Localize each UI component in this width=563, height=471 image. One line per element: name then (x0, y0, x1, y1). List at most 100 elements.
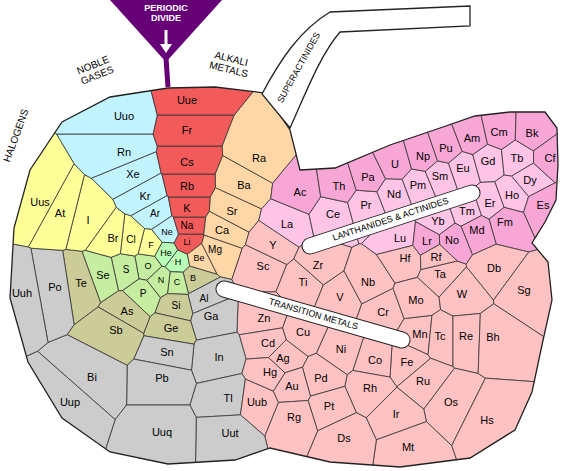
element-symbol: Br (108, 233, 119, 244)
element-symbol: Uup (60, 397, 80, 408)
transition-channel (224, 289, 402, 340)
element-symbol: Hg (263, 367, 277, 378)
element-symbol: Gd (481, 156, 496, 167)
element-symbol: F (148, 241, 154, 250)
element-symbol: S (123, 265, 130, 275)
element-symbol: Ag (276, 353, 289, 364)
cell-shape (515, 0, 563, 151)
element-symbol: Se (96, 270, 109, 281)
element-symbol: Uub (247, 397, 267, 408)
cell-polygon (167, 272, 188, 295)
element-symbol: Uuh (12, 288, 32, 299)
element-symbol: Sm (432, 171, 449, 182)
element-symbol: La (281, 219, 293, 230)
element-symbol: At (55, 208, 65, 219)
element-symbol: Uut (221, 428, 238, 439)
element-symbol: Ti (299, 277, 308, 288)
element-symbol: Pu (439, 143, 452, 154)
element-symbol: Uus (30, 197, 50, 208)
element-symbol: Ce (326, 209, 340, 220)
cell-shape (371, 421, 461, 471)
divide-arrowhead (160, 44, 172, 53)
element-symbol: Tl (223, 393, 232, 404)
element-symbol: Pr (361, 200, 372, 211)
cell-polygon (515, 0, 563, 151)
element-symbol: W (457, 289, 467, 300)
element-cell: Pa (326, 66, 386, 192)
group-label: SUPERACTINIDES (277, 31, 324, 105)
cell-polygon (168, 197, 210, 217)
element-symbol: Ba (237, 180, 250, 191)
element-cell: Th (311, 93, 357, 203)
element-symbol: Pt (324, 401, 334, 412)
element-symbol: Au (285, 381, 298, 392)
element-cell: Bh (478, 303, 563, 384)
element-symbol: Sn (160, 347, 173, 358)
element-cell: Ac (270, 136, 321, 215)
element-cell: Hs (451, 378, 563, 471)
element-symbol: Rg (287, 412, 301, 423)
element-symbol: Ds (337, 433, 350, 444)
element-symbol: Th (333, 181, 346, 192)
element-symbol: Cu (296, 327, 310, 338)
element-symbol: Si (172, 301, 181, 311)
element-symbol: As (121, 306, 134, 317)
element-cell: C (167, 271, 189, 295)
element-symbol: Te (75, 278, 87, 289)
element-symbol: Mo (408, 295, 423, 306)
element-symbol: Hf (400, 253, 411, 264)
element-cell: Pb (126, 359, 197, 405)
cell-shape (376, 245, 421, 284)
element-symbol: Li (183, 238, 190, 247)
element-symbol: Ca (215, 225, 229, 236)
element-symbol: Pd (314, 373, 327, 384)
element-cell: Na (173, 217, 206, 234)
element-symbol: Uuo (114, 111, 134, 122)
cell-polygon (478, 304, 563, 384)
cell-shape (98, 405, 197, 471)
element-symbol: Mt (402, 442, 414, 453)
element-symbol: Rn (117, 147, 131, 158)
element-cell: Re (453, 313, 481, 374)
cell-polygon (195, 415, 273, 471)
element-cell: Fr (153, 115, 235, 146)
cell-polygon (428, 310, 453, 367)
divide-stem (166, 58, 168, 87)
element-symbol: Xe (126, 169, 139, 180)
element-symbol: No (445, 235, 459, 246)
element-symbol: Al (200, 294, 209, 304)
element-symbol: Uue (177, 95, 197, 106)
cell-polygon (98, 405, 196, 471)
element-symbol: Rf (431, 252, 442, 263)
element-symbol: Y (269, 240, 276, 251)
element-symbol: Er (485, 198, 496, 209)
cell-polygon (420, 244, 457, 269)
cell-polygon (0, 79, 74, 247)
superactinide-arm (262, 6, 470, 128)
cell-shape (326, 66, 386, 192)
element-symbol: Rb (180, 181, 194, 192)
group-label: NOBLE GASES (67, 50, 123, 90)
element-symbol: Po (48, 282, 61, 293)
element-symbol: N (158, 276, 165, 285)
element-symbol: Ir (393, 409, 400, 420)
element-cell: Mt (371, 421, 461, 471)
element-symbol: Uuq (152, 427, 172, 438)
element-symbol: Tb (511, 153, 524, 164)
element-symbol: I (86, 215, 89, 226)
element-symbol: Sb (109, 325, 122, 336)
element-symbol: Cf (545, 153, 556, 164)
element-symbol: Zn (258, 313, 271, 324)
cell-polygon (453, 313, 480, 373)
element-cell: Bk (515, 0, 563, 151)
cell-shape (270, 136, 321, 215)
element-symbol: Pm (410, 180, 427, 191)
channel-edge (224, 289, 402, 340)
element-symbol: V (336, 292, 343, 303)
spiral-outline (10, 87, 558, 467)
element-symbol: He (160, 249, 172, 258)
element-symbol: Es (537, 200, 550, 211)
cell-shape (478, 303, 563, 384)
element-symbol: Cl (126, 235, 135, 245)
